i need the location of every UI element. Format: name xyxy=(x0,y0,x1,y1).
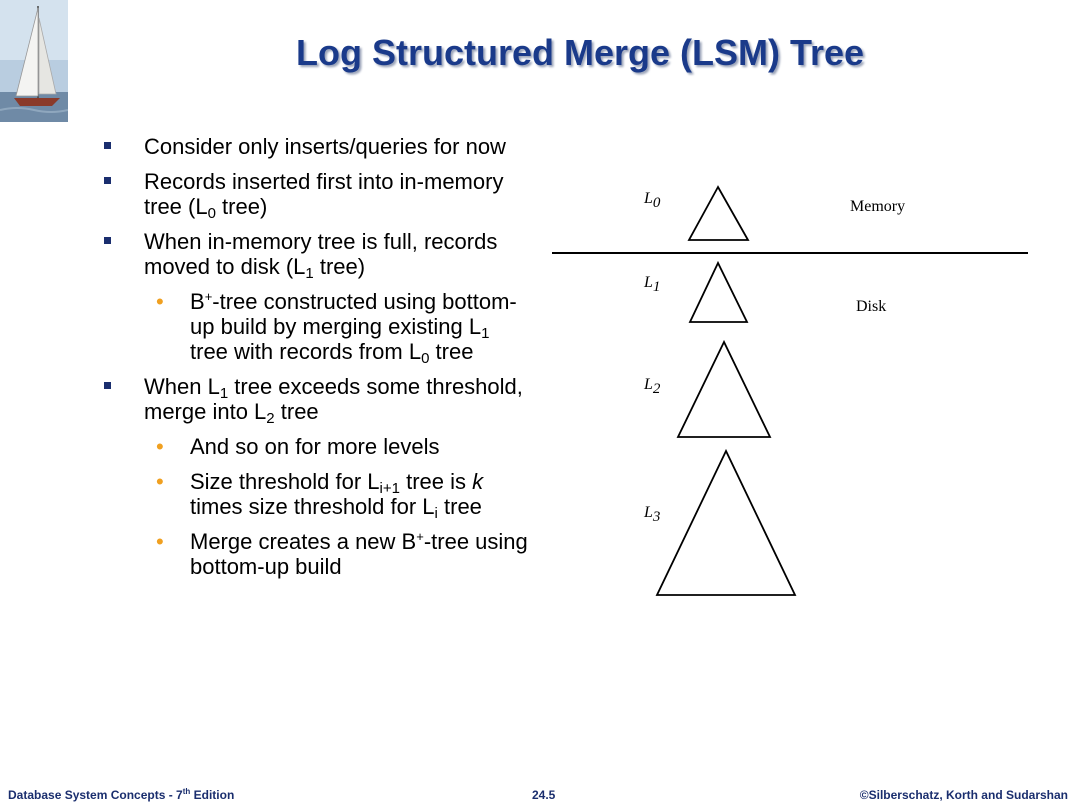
level-label-l0: L0 xyxy=(644,190,661,211)
sailboat-logo xyxy=(0,0,68,122)
bullet-text: When L1 tree exceeds some threshold, mer… xyxy=(144,374,523,427)
l3-tree-triangle xyxy=(655,448,797,596)
bullet-text: Records inserted first into in-memory tr… xyxy=(144,169,504,222)
square-bullet-icon xyxy=(104,142,111,149)
bullet-text: B+-tree constructed using bottom-up buil… xyxy=(190,289,517,367)
sub-bullet-item: • And so on for more levels xyxy=(104,434,529,459)
lsm-tree-shapes xyxy=(552,185,1028,596)
bullet-item: When L1 tree exceeds some threshold, mer… xyxy=(104,374,529,427)
square-bullet-icon xyxy=(104,382,111,389)
dot-bullet-icon: • xyxy=(156,289,164,314)
bullet-text: When in-memory tree is full, records mov… xyxy=(144,229,498,282)
sub-bullet-item: • B+-tree constructed using bottom-up bu… xyxy=(104,289,529,367)
level-label-l1: L1 xyxy=(644,274,661,295)
bullet-text: Merge creates a new B+-tree using bottom… xyxy=(190,529,528,579)
memory-label: Memory xyxy=(850,198,906,215)
footer-page-number: 24.5 xyxy=(532,788,556,802)
bullet-item: Records inserted first into in-memory tr… xyxy=(104,169,529,222)
bullet-item: When in-memory tree is full, records mov… xyxy=(104,229,529,282)
sub-bullet-item: • Size threshold for Li+1 tree is k time… xyxy=(104,469,529,522)
slide-title: Log Structured Merge (LSM) Tree xyxy=(295,32,865,73)
dot-bullet-icon: • xyxy=(156,434,164,459)
square-bullet-icon xyxy=(104,237,111,244)
bullet-text: And so on for more levels xyxy=(190,434,440,459)
bullet-text: Consider only inserts/queries for now xyxy=(144,134,506,159)
l2-tree-triangle xyxy=(676,339,772,438)
bullet-list: Consider only inserts/queries for now Re… xyxy=(104,134,529,589)
l1-tree-triangle xyxy=(688,260,749,323)
level-label-l2: L2 xyxy=(644,376,661,397)
disk-label: Disk xyxy=(856,298,887,315)
lsm-tree-diagram: L0 Memory L1 Disk L2 L3 xyxy=(548,170,1038,610)
dot-bullet-icon: • xyxy=(156,529,164,554)
footer-copyright: ©Silberschatz, Korth and Sudarshan xyxy=(859,788,1068,802)
footer-book-title: Database System Concepts - 7th Edition xyxy=(8,787,235,803)
l0-tree-triangle xyxy=(687,185,750,241)
bullet-text: Size threshold for Li+1 tree is k times … xyxy=(190,469,484,522)
level-label-l3: L3 xyxy=(644,504,661,525)
square-bullet-icon xyxy=(104,177,111,184)
bullet-item: Consider only inserts/queries for now xyxy=(104,134,529,159)
sub-bullet-item: • Merge creates a new B+-tree using bott… xyxy=(104,529,529,579)
dot-bullet-icon: • xyxy=(156,469,164,494)
